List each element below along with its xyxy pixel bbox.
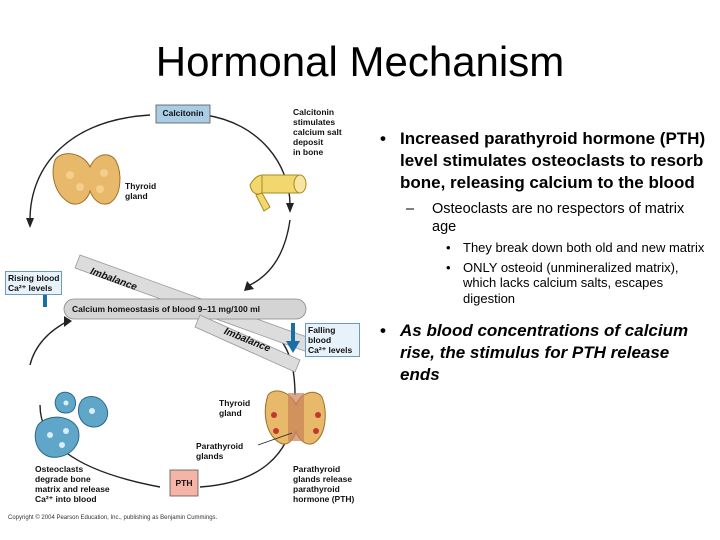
pth-box-bg [169, 469, 199, 497]
homeostasis-label: Calcium homeostasis of blood 9–11 mg/100… [72, 304, 261, 314]
rising-arrow [43, 285, 47, 307]
bullet-2-text: As blood concentrations of calcium rise,… [400, 321, 689, 384]
bullet-icon: • [446, 240, 451, 255]
dash-icon: – [406, 201, 415, 217]
parathyroid-glands-label: Parathyroid glands [196, 441, 244, 461]
cycle-arrow-top-left [29, 114, 151, 221]
bullet-1-1-text: Osteoclasts are no respectors of matrix … [432, 201, 685, 235]
cycle-arrow-right [249, 219, 291, 286]
bullet-list: • Increased parathyroid hormone (PTH) le… [366, 128, 706, 386]
calcitonin-caption: Calcitonin stimulates calcium salt depos… [293, 107, 342, 157]
thyroid-gland-label-top: Thyroid gland [125, 181, 157, 201]
bullet-1-1-2-text: ONLY osteoid (unmineralized matrix), whi… [463, 259, 679, 306]
thyroid-gland-label-bottom: Thyroid gland [219, 398, 251, 418]
bullet-1-1-1: • They break down both old and new matri… [446, 240, 706, 256]
homeostasis-bar [63, 298, 307, 320]
slide-title: Hormonal Mechanism [155, 38, 565, 85]
falling-blood-label: Falling blood Ca²⁺ levels [305, 323, 360, 357]
pth-box: PTH [175, 478, 193, 488]
osteoclast-cells-icon [34, 391, 109, 458]
bullet-icon: • [380, 129, 386, 148]
calcitonin-box-bg [155, 104, 211, 124]
bullet-1-1: – Osteoclasts are no respectors of matri… [406, 200, 706, 236]
rising-blood-label: Rising blood Ca²⁺ levels [5, 271, 63, 295]
parathyroid-gland-icon [257, 390, 326, 446]
parathyroid-release-label: Parathyroid glands release parathyroid h… [293, 464, 355, 504]
calcium-homeostasis-figure: Calcitonin Calcitonin stimulates calcium… [0, 95, 360, 525]
copyright-notice: Copyright © 2004 Pearson Education, Inc.… [8, 515, 218, 521]
bullet-1: • Increased parathyroid hormone (PTH) le… [366, 128, 706, 194]
bullet-1-text: Increased parathyroid hormone (PTH) leve… [400, 129, 706, 192]
bullet-icon: • [380, 321, 386, 340]
osteoclasts-label: Osteoclasts degrade bone matrix and rele… [35, 464, 110, 504]
bullet-1-1-2: • ONLY osteoid (unmineralized matrix), w… [446, 260, 706, 307]
bone-icon [249, 174, 307, 212]
bullet-icon: • [446, 259, 451, 275]
bullet-2: • As blood concentrations of calcium ris… [366, 320, 706, 386]
thyroid-gland-top-icon [52, 153, 121, 205]
falling-arrow [291, 323, 295, 343]
bullet-1-1-1-text: They break down both old and new matrix [463, 240, 705, 255]
calcitonin-box: Calcitonin [162, 108, 204, 118]
